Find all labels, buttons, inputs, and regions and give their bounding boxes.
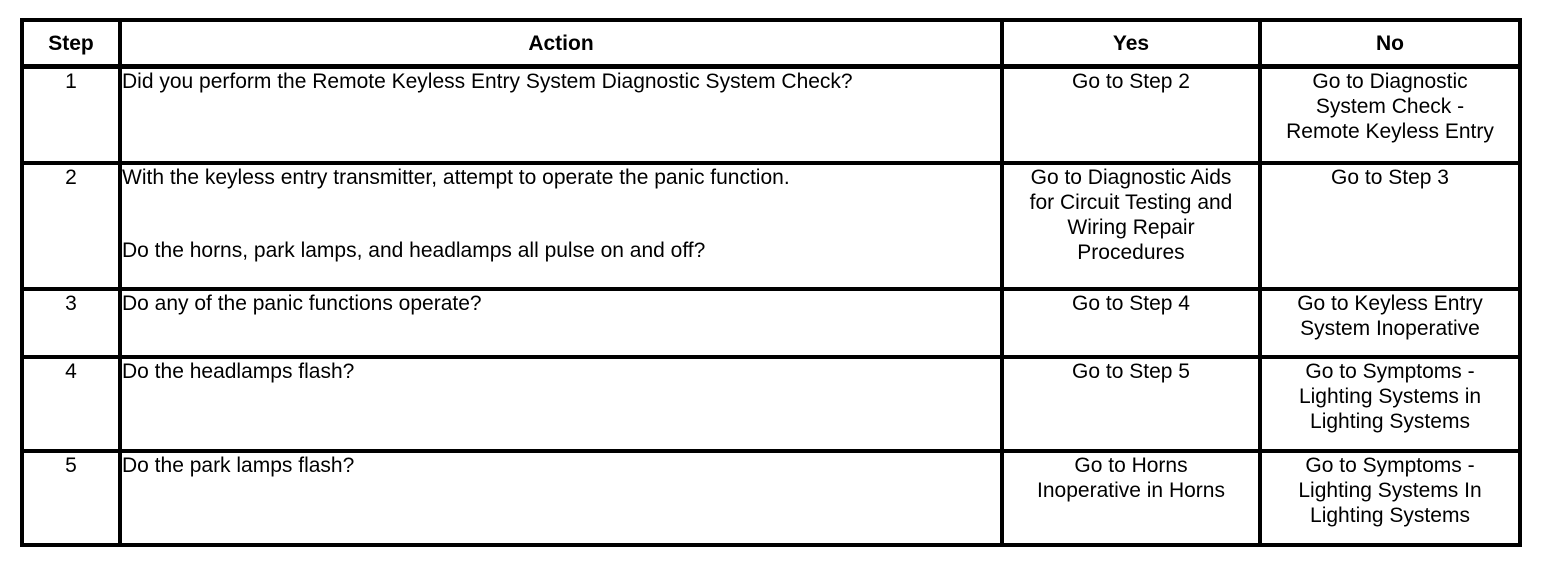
action-paragraph: With the keyless entry transmitter, atte…: [122, 166, 790, 189]
yes-branch: Go to Diagnostic Aids for Circuit Testin…: [1000, 161, 1262, 291]
column-header-step: Step: [20, 18, 122, 69]
yes-branch-line: Go to Step 5: [1072, 360, 1190, 383]
yes-branch-line: Procedures: [1077, 241, 1185, 264]
table-body: 1 Did you perform the Remote Keyless Ent…: [20, 64, 1522, 547]
no-branch-line: System Inoperative: [1300, 317, 1480, 340]
yes-branch-line: for Circuit Testing and: [1029, 191, 1233, 214]
yes-branch: Go to Step 4: [1000, 287, 1262, 359]
no-branch: Go to Step 3: [1258, 161, 1522, 291]
table-header: Step Action Yes No: [20, 18, 1522, 69]
step-number: 2: [20, 161, 122, 291]
action-paragraph: Do the park lamps flash?: [122, 454, 355, 477]
table-row: 1 Did you perform the Remote Keyless Ent…: [20, 64, 1522, 165]
yes-branch: Go to Step 5: [1000, 355, 1262, 453]
column-header-action: Action: [118, 18, 1004, 69]
action-text: Do the park lamps flash?: [118, 449, 1004, 547]
no-branch-line: Lighting Systems in: [1298, 385, 1482, 408]
action-paragraph: Did you perform the Remote Keyless Entry…: [122, 70, 853, 93]
header-row: Step Action Yes No: [20, 18, 1522, 69]
step-number: 4: [20, 355, 122, 453]
no-branch-line: Remote Keyless Entry: [1286, 120, 1494, 143]
table-row: 2 With the keyless entry transmitter, at…: [20, 161, 1522, 291]
table-row: 5 Do the park lamps flash? Go to Horns I…: [20, 449, 1522, 547]
table-row: 4 Do the headlamps flash? Go to Step 5 G…: [20, 355, 1522, 453]
yes-branch: Go to Step 2: [1000, 64, 1262, 165]
table-row: 3 Do any of the panic functions operate?…: [20, 287, 1522, 359]
no-branch-line: Go to Symptoms -: [1305, 454, 1475, 477]
action-paragraph: Do the horns, park lamps, and headlamps …: [122, 239, 706, 262]
no-branch-line: Go to Diagnostic: [1312, 70, 1468, 93]
yes-branch-line: Go to Step 4: [1072, 292, 1190, 315]
step-number: 5: [20, 449, 122, 547]
no-branch-line: Go to Step 3: [1331, 166, 1449, 189]
action-text: Do any of the panic functions operate?: [118, 287, 1004, 359]
no-branch: Go to Keyless Entry System Inoperative: [1258, 287, 1522, 359]
action-text: Did you perform the Remote Keyless Entry…: [118, 64, 1004, 165]
action-text: Do the headlamps flash?: [118, 355, 1004, 453]
yes-branch-line: Go to Diagnostic Aids: [1030, 166, 1232, 189]
no-branch-line: Lighting Systems: [1310, 504, 1470, 527]
no-branch-line: Lighting Systems In: [1298, 479, 1482, 502]
no-branch: Go to Diagnostic System Check - Remote K…: [1258, 64, 1522, 165]
yes-branch-line: Inoperative in Horns: [1037, 479, 1225, 502]
yes-branch-line: Wiring Repair: [1067, 216, 1195, 239]
no-branch-line: Lighting Systems: [1310, 410, 1470, 433]
no-branch: Go to Symptoms - Lighting Systems In Lig…: [1258, 449, 1522, 547]
action-paragraph: Do any of the panic functions operate?: [122, 292, 482, 315]
no-branch: Go to Symptoms - Lighting Systems in Lig…: [1258, 355, 1522, 453]
no-branch-line: Go to Symptoms -: [1305, 360, 1475, 383]
no-branch-line: Go to Keyless Entry: [1297, 292, 1483, 315]
action-paragraph: Do the headlamps flash?: [122, 360, 355, 383]
action-text: With the keyless entry transmitter, atte…: [118, 161, 1004, 291]
no-branch-line: System Check -: [1315, 95, 1465, 118]
yes-branch: Go to Horns Inoperative in Horns: [1000, 449, 1262, 547]
step-number: 3: [20, 287, 122, 359]
diagnostic-procedure-table: Step Action Yes No 1 Did you perform the…: [20, 18, 1522, 547]
column-header-no: No: [1258, 18, 1522, 69]
step-number: 1: [20, 64, 122, 165]
yes-branch-line: Go to Step 2: [1072, 70, 1190, 93]
yes-branch-line: Go to Horns: [1074, 454, 1188, 477]
column-header-yes: Yes: [1000, 18, 1262, 69]
